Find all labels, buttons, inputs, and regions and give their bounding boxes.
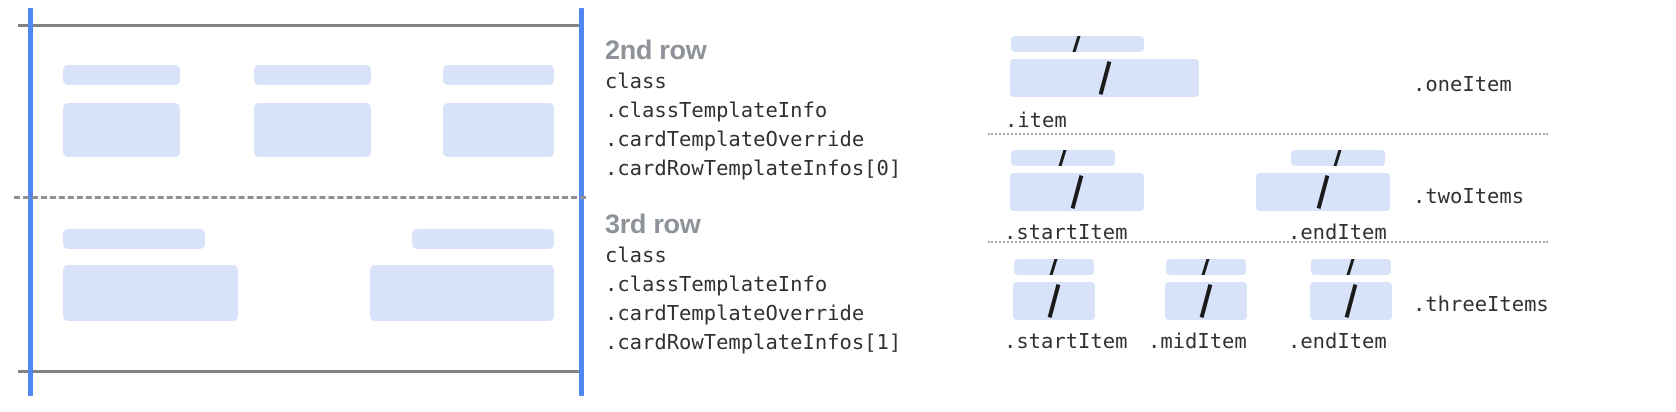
end-item-body — [1256, 173, 1390, 211]
slash-mark — [1199, 284, 1213, 318]
slash-mark — [1344, 284, 1358, 318]
cell-1-body — [63, 265, 238, 321]
end-item-title-bar — [1291, 150, 1385, 166]
class-template-info-line: .classTemplateInfo — [605, 98, 828, 122]
item-title-bar — [1011, 36, 1144, 52]
slash-mark — [1332, 150, 1343, 166]
start-item-title-bar — [1014, 259, 1094, 275]
left-blue-guide — [28, 8, 33, 396]
cell-2-title-bar — [254, 65, 371, 85]
right-blue-guide — [579, 8, 584, 396]
start-item-title-bar — [1011, 150, 1115, 166]
card-row-template-infos-line: .cardRowTemplateInfos[0] — [605, 156, 902, 180]
mid-item-label: .midItem — [1148, 329, 1247, 353]
slash-mark — [1316, 175, 1330, 209]
slash-mark — [1047, 284, 1061, 318]
class-line: class — [605, 69, 667, 93]
layout-label: .threeItems — [1413, 292, 1549, 316]
slash-mark — [1071, 36, 1082, 52]
cell-1-body — [63, 103, 180, 157]
start-item-body — [1010, 173, 1144, 211]
cell-2-body — [370, 265, 554, 321]
slash-mark — [1048, 259, 1059, 275]
item-label: .item — [1005, 108, 1067, 132]
mid-item-title-bar — [1166, 259, 1246, 275]
end-item-label: .endItem — [1288, 220, 1387, 244]
second-row-description: 2nd row class .classTemplateInfo .cardTe… — [605, 33, 901, 183]
row-title: 3rd row — [605, 209, 701, 239]
class-template-info-line: .classTemplateInfo — [605, 272, 828, 296]
cell-1-title-bar — [63, 65, 180, 85]
end-item-label: .endItem — [1288, 329, 1387, 353]
end-item-title-bar — [1311, 259, 1391, 275]
layout-separator-1 — [988, 133, 1548, 135]
slash-mark — [1200, 259, 1211, 275]
slash-mark — [1057, 150, 1068, 166]
slash-mark — [1345, 259, 1356, 275]
start-item-label: .startItem — [1004, 220, 1128, 244]
cell-3-title-bar — [443, 65, 554, 85]
cell-3-body — [443, 103, 554, 157]
start-item-label: .startItem — [1004, 329, 1128, 353]
row-divider-dashed — [14, 196, 586, 199]
top-boundary-rule — [18, 24, 583, 27]
card-template-override-line: .cardTemplateOverride — [605, 127, 865, 151]
cell-1-title-bar — [63, 229, 205, 249]
cell-2-body — [254, 103, 371, 157]
cell-2-title-bar — [412, 229, 554, 249]
layout-label: .oneItem — [1413, 72, 1512, 96]
slash-mark — [1070, 175, 1084, 209]
third-row-description: 3rd row class .classTemplateInfo .cardTe… — [605, 207, 901, 357]
mid-item-body — [1165, 282, 1247, 320]
class-line: class — [605, 243, 667, 267]
row-title: 2nd row — [605, 35, 707, 65]
card-template-override-line: .cardTemplateOverride — [605, 301, 865, 325]
start-item-body — [1013, 282, 1095, 320]
card-row-template-infos-line: .cardRowTemplateInfos[1] — [605, 330, 902, 354]
slash-mark — [1098, 61, 1112, 95]
item-body — [1010, 59, 1199, 97]
bottom-boundary-rule — [18, 370, 583, 373]
end-item-body — [1310, 282, 1392, 320]
layout-separator-2 — [988, 241, 1548, 243]
layout-label: .twoItems — [1413, 184, 1525, 208]
